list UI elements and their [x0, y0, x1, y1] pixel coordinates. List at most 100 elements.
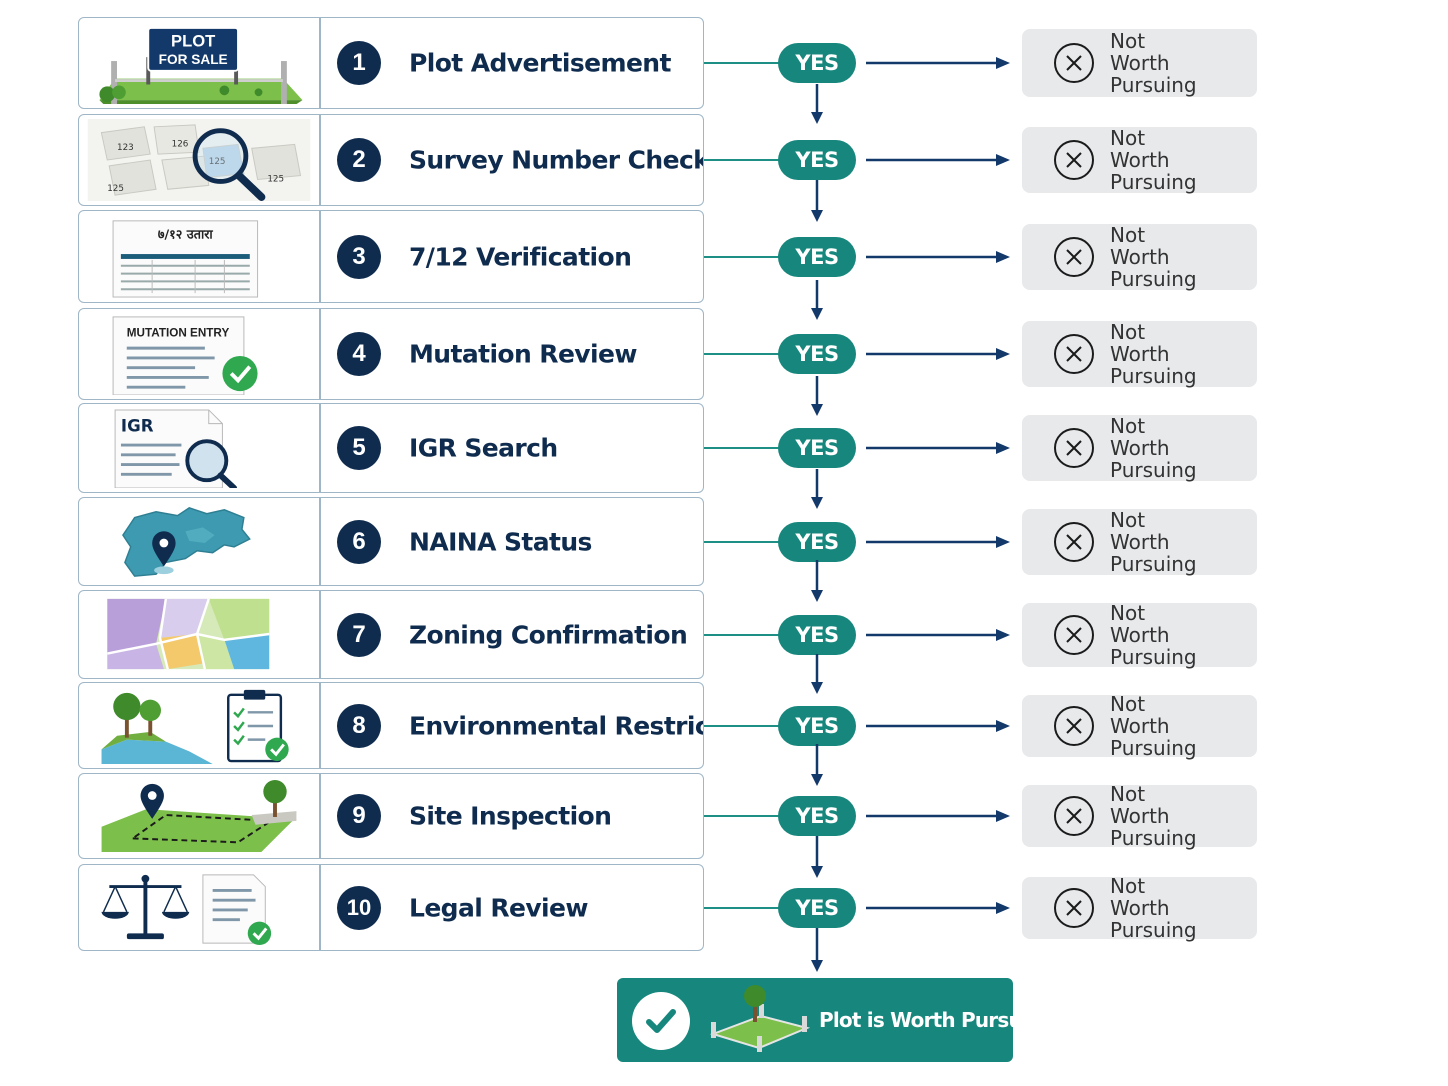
map-plot-label: 125 — [209, 157, 226, 167]
close-circle-icon — [1054, 705, 1094, 746]
reject-label: Not Worth Pursuing — [1110, 873, 1197, 942]
step-card[interactable]: ७/१२ उतारा 3 7/12 Verification — [78, 210, 704, 303]
step-number-badge: 9 — [337, 794, 381, 838]
connector-line — [704, 633, 780, 636]
step-card[interactable]: 7 Zoning Confirmation — [78, 590, 704, 679]
reject-box: Not Worth Pursuing — [1022, 602, 1257, 668]
sign-line-2: FOR SALE — [159, 52, 228, 67]
reject-label: Not Worth Pursuing — [1110, 414, 1197, 482]
step-number-badge: 8 — [337, 703, 381, 748]
connector-line — [704, 255, 780, 258]
step-row: ७/१२ उतारा 3 7/12 Verification YES Not W… — [0, 210, 1448, 303]
card-divider — [319, 498, 321, 585]
step-card[interactable]: 123 126 125 125 125 2 Survey Number Chec… — [78, 114, 704, 206]
card-divider — [319, 211, 321, 302]
card-divider — [319, 18, 321, 108]
yes-decision: YES — [778, 428, 856, 468]
yes-decision: YES — [778, 796, 856, 836]
reject-label: Not Worth Pursuing — [1110, 507, 1197, 576]
step-card[interactable]: 10 Legal Review — [78, 864, 704, 951]
step-title: Legal Review — [409, 893, 588, 922]
step-card[interactable]: 6 NAINA Status — [78, 497, 704, 586]
reject-label: Not Worth Pursuing — [1110, 222, 1197, 291]
connector-line — [704, 540, 780, 543]
land-record-document-illustration: ७/१२ उतारा — [85, 215, 313, 298]
arrow-right-icon — [866, 628, 1010, 642]
map-plot-label: 125 — [107, 184, 124, 194]
yes-decision: YES — [778, 140, 856, 180]
step-number-badge: 7 — [337, 612, 381, 657]
step-row: 7 Zoning Confirmation YES Not Worth Purs… — [0, 590, 1448, 679]
reject-box: Not Worth Pursuing — [1022, 782, 1257, 850]
reject-label: Not Worth Pursuing — [1110, 782, 1197, 850]
map-plot-label: 125 — [267, 174, 284, 184]
reject-box: Not Worth Pursuing — [1022, 507, 1257, 576]
yes-decision: YES — [778, 887, 856, 928]
reject-box: Not Worth Pursuing — [1022, 29, 1257, 97]
arrow-down-icon — [810, 376, 824, 416]
step-title: Survey Number Check — [409, 145, 704, 175]
map-plot-label: 126 — [172, 139, 189, 149]
document-heading: MUTATION ENTRY — [127, 326, 230, 339]
step-row: 10 Legal Review YES Not Worth Pursuing — [0, 864, 1448, 951]
step-title: NAINA Status — [409, 527, 592, 556]
map-plot-label: 123 — [117, 143, 134, 153]
step-card[interactable]: MUTATION ENTRY 4 Mutation Review — [78, 308, 704, 400]
step-number-badge: 5 — [337, 426, 381, 470]
region-map-illustration — [85, 502, 313, 581]
outcome-box: Plot is Worth Pursuing — [617, 978, 1013, 1062]
close-circle-icon — [1054, 796, 1094, 836]
outcome-label: Plot is Worth Pursuing — [819, 1008, 1013, 1032]
step-row: IGR 5 IGR Search YES Not Worth Pursuing — [0, 403, 1448, 493]
card-divider — [319, 774, 321, 858]
yes-decision: YES — [778, 521, 856, 562]
arrow-right-icon — [866, 809, 1010, 823]
arrow-right-icon — [866, 719, 1010, 733]
reject-box: Not Worth Pursuing — [1022, 222, 1257, 291]
step-card[interactable]: 8 Environmental Restrictions — [78, 682, 704, 769]
arrow-right-icon — [866, 441, 1010, 455]
step-number-badge: 1 — [337, 41, 381, 85]
step-row: 9 Site Inspection YES Not Worth Pursuing — [0, 773, 1448, 859]
step-title: 7/12 Verification — [409, 242, 632, 271]
arrow-down-icon — [810, 469, 824, 509]
yes-decision: YES — [778, 614, 856, 655]
arrow-right-icon — [866, 901, 1010, 915]
step-card[interactable]: 9 Site Inspection — [78, 773, 704, 859]
arrow-right-icon — [866, 153, 1010, 167]
arrow-right-icon — [866, 250, 1010, 264]
step-row: 8 Environmental Restrictions YES Not Wor… — [0, 682, 1448, 769]
card-divider — [319, 865, 321, 950]
reject-box: Not Worth Pursuing — [1022, 693, 1257, 759]
arrow-right-icon — [866, 347, 1010, 361]
reject-box: Not Worth Pursuing — [1022, 873, 1257, 942]
step-title: Site Inspection — [409, 801, 612, 831]
close-circle-icon — [1054, 140, 1094, 180]
reject-box: Not Worth Pursuing — [1022, 321, 1257, 387]
step-card[interactable]: PLOT FOR SALE 1 Plot Advertisement — [78, 17, 704, 109]
close-circle-icon — [1054, 614, 1094, 655]
arrow-down-icon — [810, 84, 824, 124]
connector-line — [704, 159, 780, 161]
arrow-right-icon — [866, 56, 1010, 70]
card-divider — [319, 404, 321, 492]
arrow-down-icon — [810, 560, 824, 602]
connector-line — [704, 724, 780, 727]
sign-line-1: PLOT — [171, 31, 215, 50]
connector-line — [704, 62, 780, 64]
step-title: Zoning Confirmation — [409, 620, 688, 649]
card-divider — [319, 591, 321, 678]
reject-label: Not Worth Pursuing — [1110, 126, 1197, 194]
close-circle-icon — [1054, 521, 1094, 562]
check-circle-icon — [632, 992, 690, 1050]
arrow-down-icon — [810, 744, 824, 786]
card-divider — [319, 115, 321, 205]
igr-search-illustration: IGR — [85, 408, 313, 488]
reject-box: Not Worth Pursuing — [1022, 127, 1257, 193]
zoning-map-illustration — [85, 595, 313, 674]
step-number-badge: 6 — [337, 519, 381, 564]
step-card[interactable]: IGR 5 IGR Search — [78, 403, 704, 493]
close-circle-icon — [1054, 428, 1094, 468]
connector-line — [704, 447, 780, 449]
card-divider — [319, 309, 321, 399]
